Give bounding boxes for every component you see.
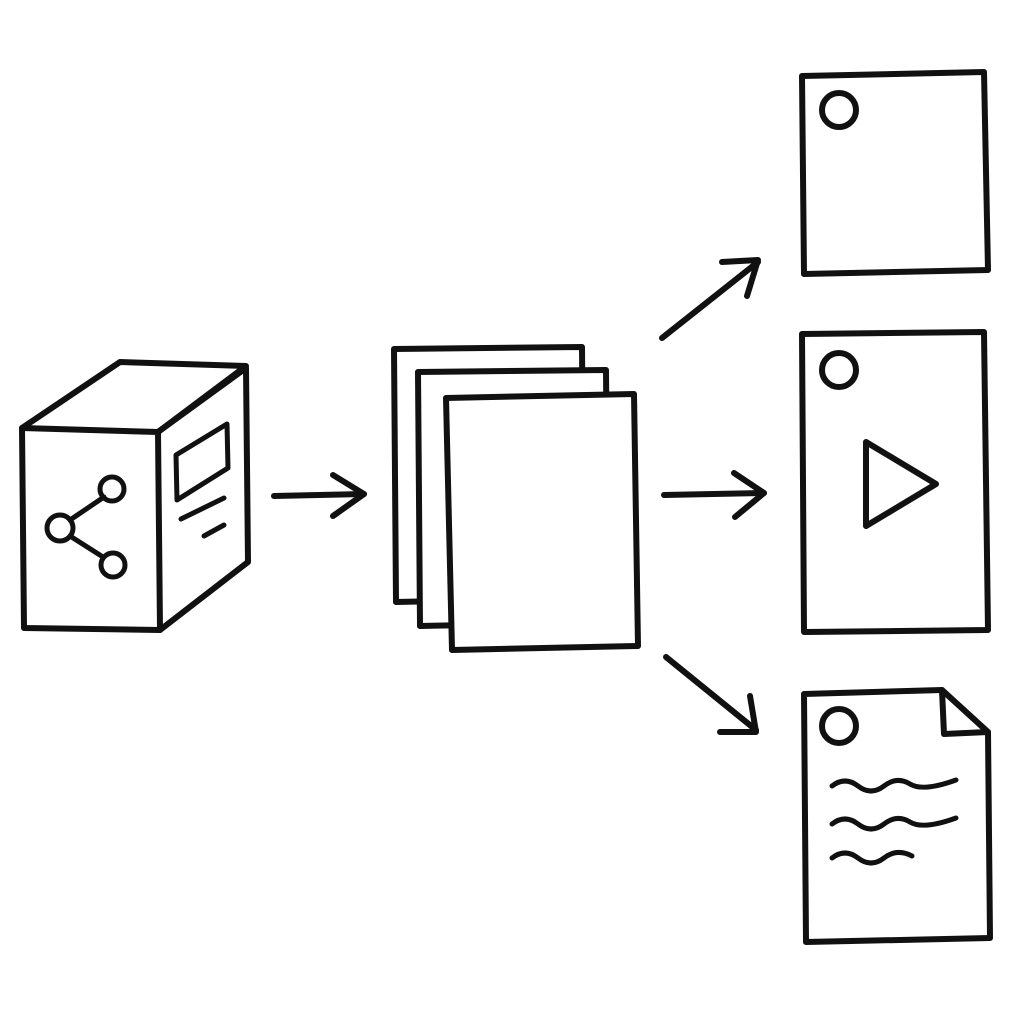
arrow-stack-to-image	[659, 257, 761, 341]
server-box-front-face	[19, 425, 163, 633]
text-line-2	[829, 815, 959, 832]
play-icon	[863, 439, 939, 529]
text-line-1	[829, 777, 959, 794]
text-document-icon	[801, 687, 993, 945]
text-line-3	[829, 850, 915, 866]
document-stack-node	[391, 344, 641, 653]
server-box-side-face	[155, 365, 251, 633]
image-card-icon	[799, 69, 991, 277]
image-card-dot-icon	[819, 90, 859, 130]
stack-page-front	[443, 391, 641, 653]
arrow-stack-to-text	[663, 654, 759, 735]
share-icon	[44, 474, 128, 580]
server-box-top-face	[19, 359, 249, 435]
document-folded-corner	[939, 687, 991, 737]
arrow-server-to-stack	[271, 472, 367, 519]
server-node	[19, 359, 251, 633]
server-screen-icon	[173, 421, 231, 503]
output-video-node	[799, 329, 991, 635]
video-card-dot-icon	[819, 350, 859, 390]
output-image-node	[799, 69, 991, 277]
server-line-2	[201, 522, 227, 539]
output-text-node	[801, 687, 993, 945]
text-document-dot-icon	[819, 706, 859, 746]
video-card-icon	[799, 329, 991, 635]
arrow-stack-to-video	[661, 470, 767, 520]
server-line-1	[178, 495, 227, 522]
